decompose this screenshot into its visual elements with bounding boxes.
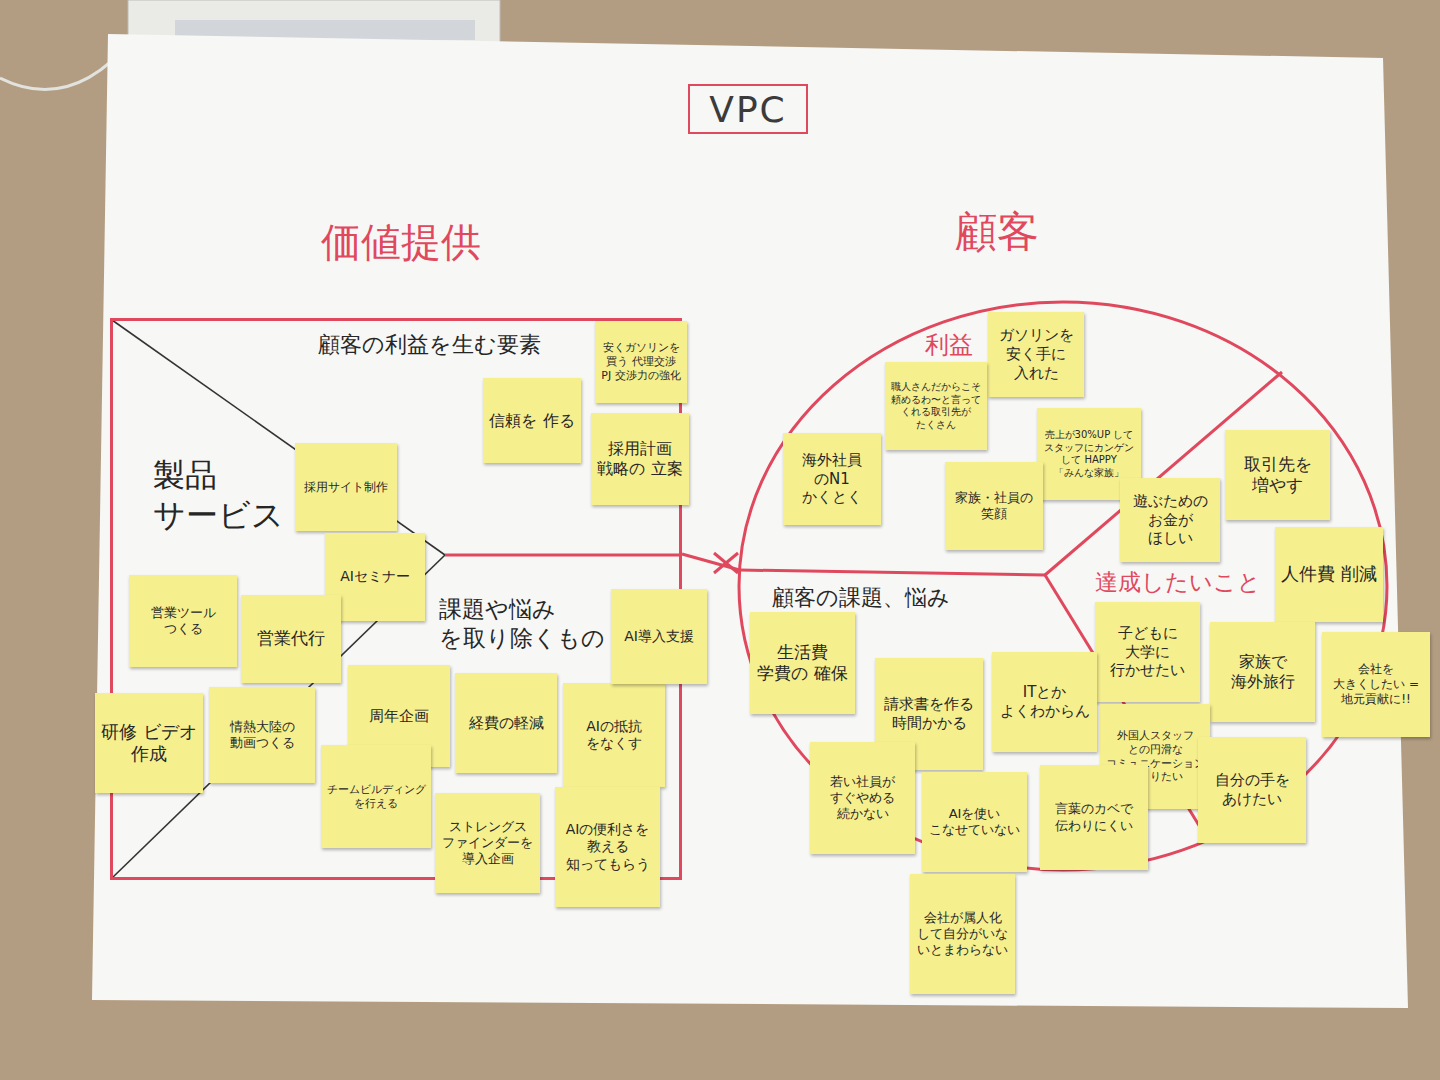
sticky-note-text: 会社が属人化 して自分がいな いとまわらない [915, 910, 1010, 959]
sticky-note-text: 安くガソリンを 買う 代理交渉 PJ 交渉力の強化 [600, 341, 682, 382]
sticky-note-text: AI導入支援 [616, 628, 702, 646]
sticky-note-text: 周年企画 [353, 707, 445, 726]
customer-profile-circle: 顧客利益ガソリンを 安く手に 入れた職人さんだからこそ 頼めるわ〜と言って くれ… [737, 300, 1389, 872]
sticky-note: チームビルディング を行える [321, 745, 431, 848]
sticky-note: 採用サイト制作 [295, 443, 397, 531]
sticky-note: 採用計画 戦略の 立案 [591, 413, 689, 505]
sticky-note-text: 信頼を 作る [488, 411, 576, 431]
sticky-note: ストレングス ファインダーを 導入企画 [435, 793, 540, 893]
sticky-note: 職人さんだからこそ 頼めるわ〜と言って くれる取引先が たくさん [885, 362, 987, 450]
sticky-note-text: 子どもに 大学に 行かせたい [1100, 624, 1195, 680]
sticky-note: 安くガソリンを 買う 代理交渉 PJ 交渉力の強化 [595, 321, 687, 403]
section-label: 顧客の利益を生む要素 [318, 331, 568, 359]
sticky-note: ガソリンを 安く手に 入れた [988, 312, 1084, 397]
section-label: 製品 サービス [153, 455, 293, 535]
sticky-note-text: 研修 ビデオ 作成 [100, 721, 198, 766]
sticky-note-text: AIの抵抗 をなくす [568, 718, 660, 753]
sticky-note: 人件費 削減 [1275, 527, 1383, 622]
section-label: 利益 [925, 330, 985, 360]
sticky-note-text: 売上が30%UP して スタッフにカンゲン して HAPPY 「みんな家族」 [1042, 429, 1136, 479]
sticky-note: AI導入支援 [611, 589, 707, 684]
sticky-note: 家族で 海外旅行 [1210, 622, 1315, 722]
title-box: VPC [688, 84, 808, 134]
sticky-note: AIの抵抗 をなくす [563, 683, 665, 787]
sticky-note: 取引先を 増やす [1225, 430, 1330, 520]
sticky-note: 言葉のカベで 伝わりにくい [1040, 765, 1148, 870]
sticky-note: 遊ぶための お金が ほしい [1120, 478, 1220, 562]
sticky-note: 生活費 学費の 確保 [750, 612, 855, 714]
sticky-note: 研修 ビデオ 作成 [95, 693, 203, 793]
sticky-note-text: チームビルディング を行える [326, 783, 426, 811]
sticky-note: 営業ツール つくる [129, 575, 237, 667]
sticky-note-text: 請求書を作る 時間かかる [880, 695, 978, 733]
sticky-note-text: 取引先を 増やす [1230, 454, 1325, 497]
title-text: VPC [709, 87, 786, 132]
sticky-note-text: 会社を 大きくしたい =地元貢献に!! [1327, 662, 1425, 707]
sticky-note-text: 家族・社員の 笑顔 [950, 490, 1038, 523]
sticky-note: AIの便利さを 教える 知ってもらう [555, 787, 660, 907]
sticky-note-text: 経費の軽減 [460, 714, 552, 733]
canvas-section: 顧客の課題、悩み生活費 学費の 確保請求書を作る 時間かかる ITとか よくわから… [742, 578, 1222, 878]
text-holder: 製品 サービス [153, 455, 293, 535]
heading: 顧客 [955, 206, 1039, 259]
heading: 価値提供 [321, 217, 481, 267]
sticky-note: 会社が属人化 して自分がいな いとまわらない [910, 874, 1015, 994]
section-label: 顧客の課題、悩み [772, 584, 972, 612]
sticky-note: 経費の軽減 [455, 673, 557, 773]
sticky-note-text: AIセミナー [330, 568, 420, 586]
sticky-note-text: 採用計画 戦略の 立案 [596, 439, 684, 479]
sticky-note-text: 人件費 削減 [1280, 563, 1378, 586]
sticky-note-text: 海外社員 のN1 かくとく [788, 451, 876, 507]
sticky-note-text: AIの便利さを 教える 知ってもらう [560, 821, 655, 874]
sticky-note-text: 家族で 海外旅行 [1215, 652, 1310, 692]
sticky-note: ITとか よくわからん [992, 652, 1097, 752]
sticky-note: 営業代行 [241, 595, 341, 683]
sticky-note-text: ガソリンを 安く手に 入れた [993, 326, 1079, 382]
divider-line [740, 570, 1045, 575]
value-map-box: 価値提供顧客の利益を生む要素安くガソリンを 買う 代理交渉 PJ 交渉力の強化信… [110, 318, 682, 880]
sticky-note-text: 営業代行 [246, 628, 336, 649]
sticky-note: 情熱大陸の 動画つくる [209, 687, 315, 783]
sticky-note-text: 遊ぶための お金が ほしい [1125, 492, 1215, 548]
divider-line [445, 554, 682, 557]
sticky-note-text: AIを使い こなせていない [927, 806, 1022, 839]
sticky-note-text: 自分の手を あけたい [1203, 771, 1301, 809]
text-holder: 顧客の課題、悩み [772, 584, 972, 612]
text-holder: 顧客 [955, 206, 1039, 259]
text-holder: 利益 [925, 330, 985, 360]
text-holder: 達成したいこと [1095, 568, 1270, 597]
sticky-note: AIを使い こなせていない [922, 772, 1027, 872]
sticky-note: 子どもに 大学に 行かせたい [1095, 602, 1200, 702]
text-holder: 課題や悩み を取り除くもの [439, 595, 607, 653]
section-label: 達成したいこと [1095, 568, 1270, 597]
sticky-note-text: ITとか よくわからん [997, 683, 1092, 721]
section-label: 課題や悩み を取り除くもの [439, 595, 607, 653]
sticky-note-text: 若い社員が すぐやめる 続かない [815, 774, 910, 823]
sticky-note-text: 営業ツール つくる [134, 605, 232, 638]
sticky-note: 若い社員が すぐやめる 続かない [810, 742, 915, 854]
sticky-note: 会社を 大きくしたい =地元貢献に!! [1322, 632, 1430, 737]
sticky-note: 信頼を 作る [483, 378, 581, 463]
paper-sheet [92, 34, 1408, 1008]
sticky-note: 家族・社員の 笑顔 [945, 462, 1043, 550]
sticky-note-text: 職人さんだからこそ 頼めるわ〜と言って くれる取引先が たくさん [890, 381, 982, 431]
sticky-note: 自分の手を あけたい [1198, 737, 1306, 843]
sticky-note-text: 情熱大陸の 動画つくる [214, 719, 310, 752]
canvas-section: 課題や悩み を取り除くもの周年企画経費の軽減AIの抵抗 をなくすAI導入支援チー… [333, 559, 683, 881]
sticky-note: 海外社員 のN1 かくとく [783, 433, 881, 525]
text-holder: 価値提供 [321, 217, 481, 267]
sticky-note-text: 採用サイト制作 [300, 480, 392, 495]
circle-outline [739, 302, 1387, 870]
sticky-note-text: 生活費 学費の 確保 [755, 642, 850, 685]
sticky-note-text: 言葉のカベで 伝わりにくい [1045, 801, 1143, 834]
sticky-note-text: ストレングス ファインダーを 導入企画 [440, 819, 535, 868]
connector-line [682, 554, 740, 570]
text-holder: 顧客の利益を生む要素 [318, 331, 568, 359]
